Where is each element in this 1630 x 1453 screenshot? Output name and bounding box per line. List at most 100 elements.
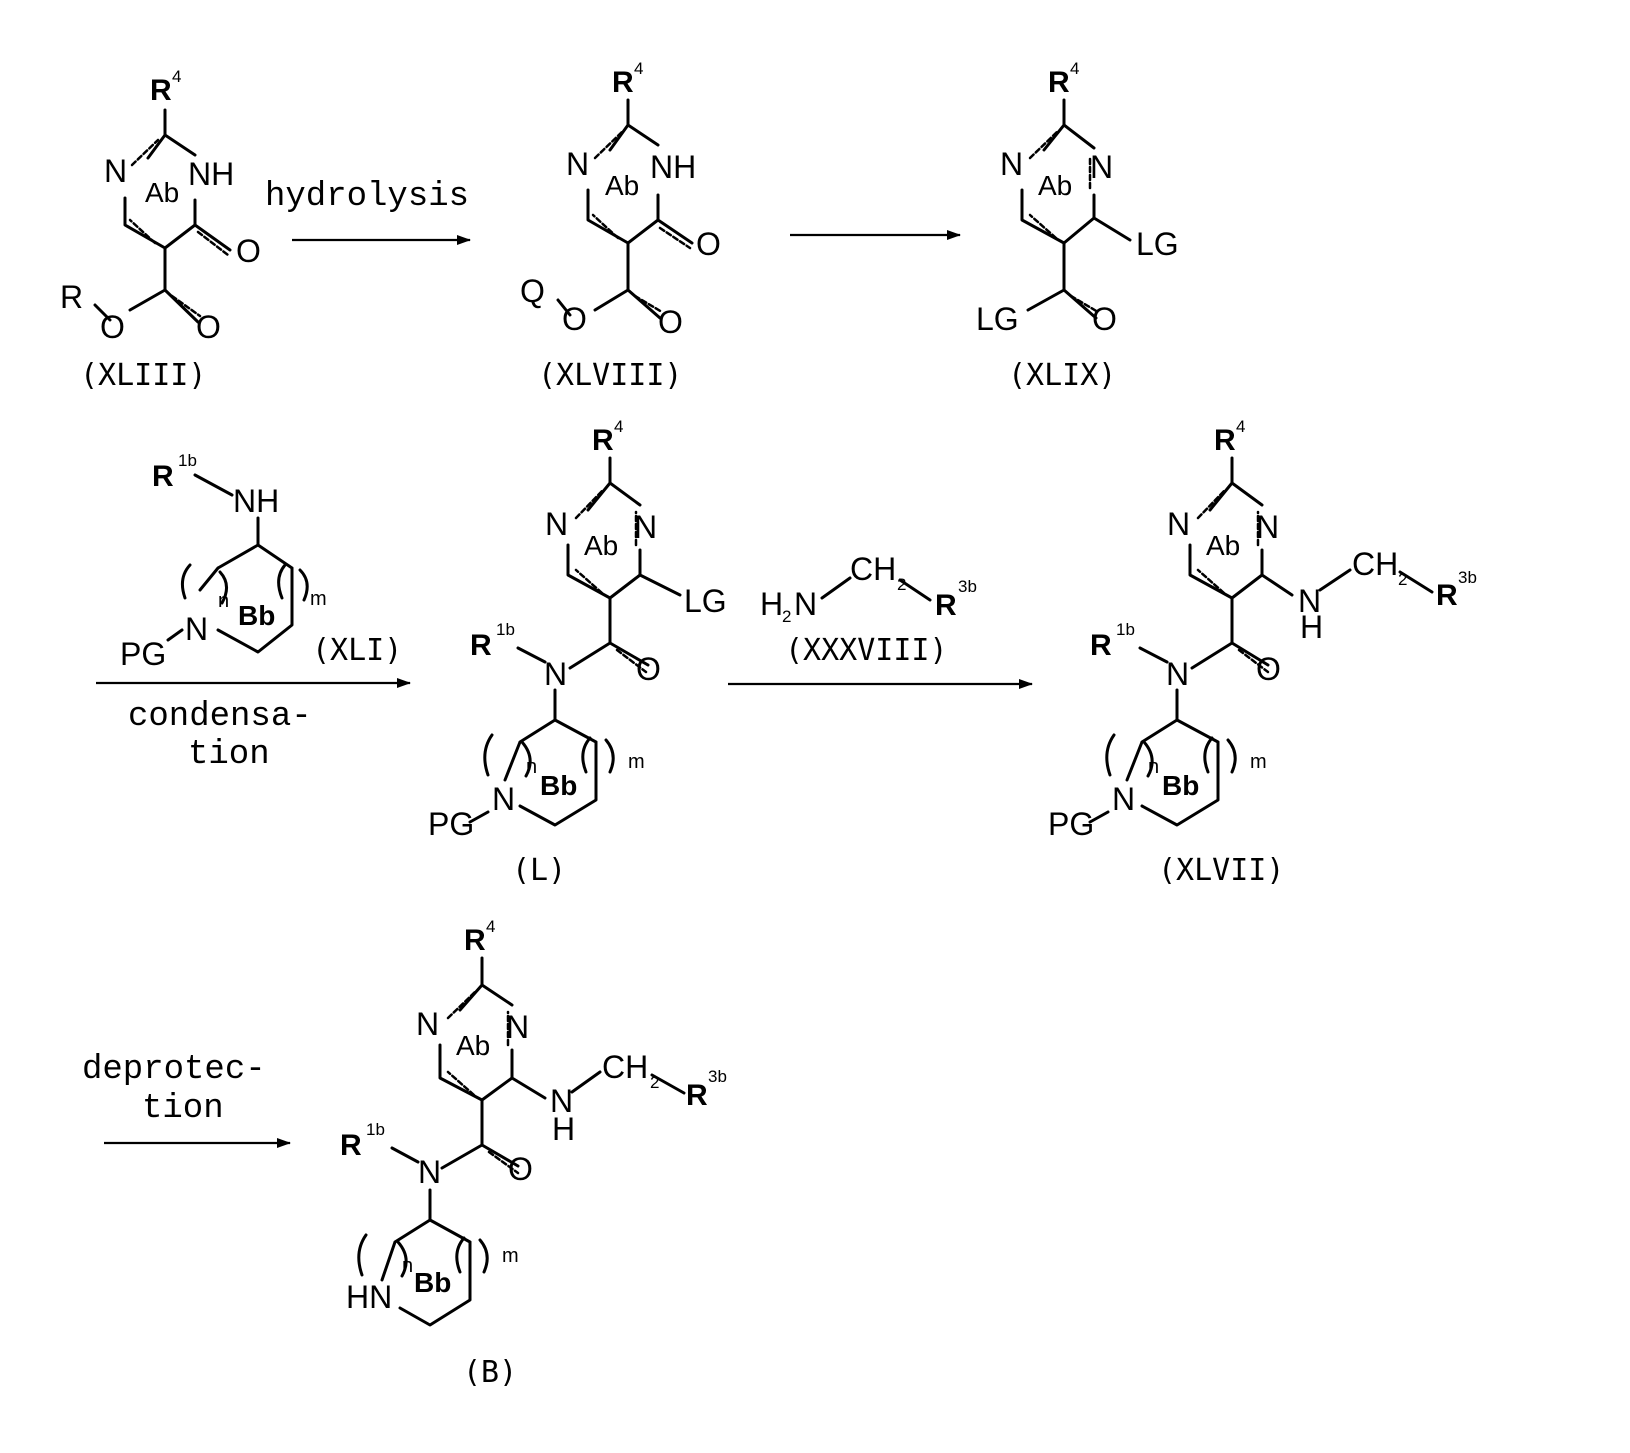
- amine-h-atom: H: [552, 1111, 575, 1147]
- r4-superscript: 4: [1236, 417, 1245, 436]
- r4-superscript: 4: [486, 917, 495, 936]
- n-index: n: [526, 756, 537, 778]
- ring-n-atom: N: [104, 153, 127, 189]
- amide-n-atom: N: [1166, 656, 1189, 692]
- r3b-superscript: 3b: [708, 1067, 727, 1086]
- compound-label: (B): [463, 1355, 517, 1390]
- compound-b: R 4 N N Ab N H CH 2 R 3b R 1b N O HN Bb …: [340, 917, 727, 1390]
- ring-ab-label: Ab: [456, 1030, 490, 1061]
- compound-label: (XLIX): [1008, 358, 1116, 393]
- r3b-label: R: [1436, 579, 1458, 612]
- compound-label: (XLVIII): [538, 358, 683, 393]
- compound-xliii: R 4 N NH Ab O R O O (XLIII): [60, 67, 261, 393]
- condition-deprotection-line2: tion: [142, 1090, 224, 1128]
- n-index: n: [1148, 756, 1159, 778]
- ester-oxygen: O: [100, 309, 125, 345]
- amide-n-atom: N: [418, 1154, 441, 1190]
- m-index: m: [628, 751, 645, 773]
- reagent-xxxviii: H 2 N CH 2 R 3b (XXXVIII): [760, 551, 977, 668]
- ring-ab-label: Ab: [145, 177, 179, 208]
- r4-label: R: [464, 924, 486, 957]
- m-index: m: [310, 588, 327, 610]
- carbonyl-oxygen: O: [658, 304, 683, 340]
- ring-n-atom-right: N: [1256, 509, 1279, 545]
- condition-hydrolysis: hydrolysis: [265, 178, 469, 216]
- r1b-superscript: 1b: [178, 451, 197, 470]
- ring-bb-label: Bb: [1162, 770, 1199, 801]
- ring-ab-label: Ab: [605, 170, 639, 201]
- ester-oxygen: O: [562, 301, 587, 337]
- protecting-group: PG: [428, 806, 474, 842]
- compound-label: (XLIII): [80, 358, 206, 393]
- ch2-group: CH: [602, 1049, 648, 1085]
- ch2-subscript: 2: [897, 575, 906, 594]
- arrow-hydrolysis: hydrolysis: [265, 178, 470, 240]
- keto-oxygen: O: [236, 233, 261, 269]
- r4-superscript: 4: [634, 59, 643, 78]
- r1b-superscript: 1b: [496, 620, 515, 639]
- n-index: n: [402, 1255, 413, 1277]
- r1b-label: R: [1090, 629, 1112, 662]
- r4-label: R: [150, 74, 172, 107]
- r4-label: R: [1048, 66, 1070, 99]
- carbonyl-oxygen: O: [1092, 301, 1117, 337]
- ring-n-atom-left: N: [416, 1006, 439, 1042]
- carbonyl-oxygen: O: [508, 1151, 533, 1187]
- ring-n-atom: N: [185, 611, 208, 647]
- r4-superscript: 4: [614, 417, 623, 436]
- ring-n-atom-left: N: [1167, 506, 1190, 542]
- leaving-group-ring: LG: [1136, 226, 1179, 262]
- ester-r-group: R: [60, 279, 83, 315]
- ring-n-atom: N: [492, 781, 515, 817]
- protecting-group: PG: [1048, 806, 1094, 842]
- compound-label: (XLVII): [1158, 853, 1284, 888]
- m-index: m: [1250, 751, 1267, 773]
- condition-condensation-line2: tion: [188, 736, 270, 774]
- condition-deprotection-line1: deprotec-: [82, 1051, 266, 1089]
- ring-n-atom-right: N: [634, 509, 657, 545]
- ester-q-group: Q: [520, 273, 545, 309]
- ch2-group: CH: [850, 551, 896, 587]
- h-subscript: 2: [782, 607, 791, 626]
- compound-xlviii: R 4 N NH Ab O Q O O (XLVIII): [520, 59, 721, 393]
- carbonyl-oxygen: O: [1256, 651, 1281, 687]
- r4-label: R: [612, 66, 634, 99]
- m-index: m: [502, 1245, 519, 1267]
- r4-label: R: [592, 424, 614, 457]
- r3b-label: R: [686, 1079, 708, 1112]
- reagent-xli: R 1b NH N Bb n m PG (XLI): [120, 451, 402, 672]
- n-index: n: [218, 590, 229, 612]
- r3b-superscript: 3b: [1458, 568, 1477, 587]
- carbonyl-oxygen: O: [636, 651, 661, 687]
- r3b-superscript: 3b: [958, 577, 977, 596]
- ring-n-atom: N: [1112, 781, 1135, 817]
- ring-bb-label: Bb: [414, 1267, 451, 1298]
- protecting-group: PG: [120, 636, 166, 672]
- leaving-group-acyl: LG: [976, 301, 1019, 337]
- ring-n-atom-right: N: [506, 1009, 529, 1045]
- compound-label: (L): [512, 853, 566, 888]
- ring-n-atom-left: N: [1000, 146, 1023, 182]
- condition-condensation-line1: condensa-: [128, 698, 312, 736]
- r1b-label: R: [340, 1129, 362, 1162]
- r3b-label: R: [935, 589, 957, 622]
- nh-atom: NH: [650, 149, 696, 185]
- r4-label: R: [1214, 424, 1236, 457]
- arrow-condensation: condensa- tion: [96, 683, 410, 774]
- h-atom: H: [760, 586, 783, 622]
- reagent-label: (XLI): [312, 633, 402, 668]
- ring-ab-label: Ab: [584, 530, 618, 561]
- ch2-group: CH: [1352, 546, 1398, 582]
- keto-oxygen: O: [696, 226, 721, 262]
- amine-h-atom: H: [1300, 609, 1323, 645]
- ch2-subscript: 2: [650, 1073, 659, 1092]
- nh-atom: NH: [233, 483, 279, 519]
- r1b-superscript: 1b: [366, 1120, 385, 1139]
- ring-n-atom: N: [566, 146, 589, 182]
- ring-bb-label: Bb: [540, 770, 577, 801]
- reagent-label: (XXXVIII): [785, 633, 948, 668]
- ring-n-atom-left: N: [545, 506, 568, 542]
- ch2-subscript: 2: [1398, 570, 1407, 589]
- nh-atom: NH: [188, 156, 234, 192]
